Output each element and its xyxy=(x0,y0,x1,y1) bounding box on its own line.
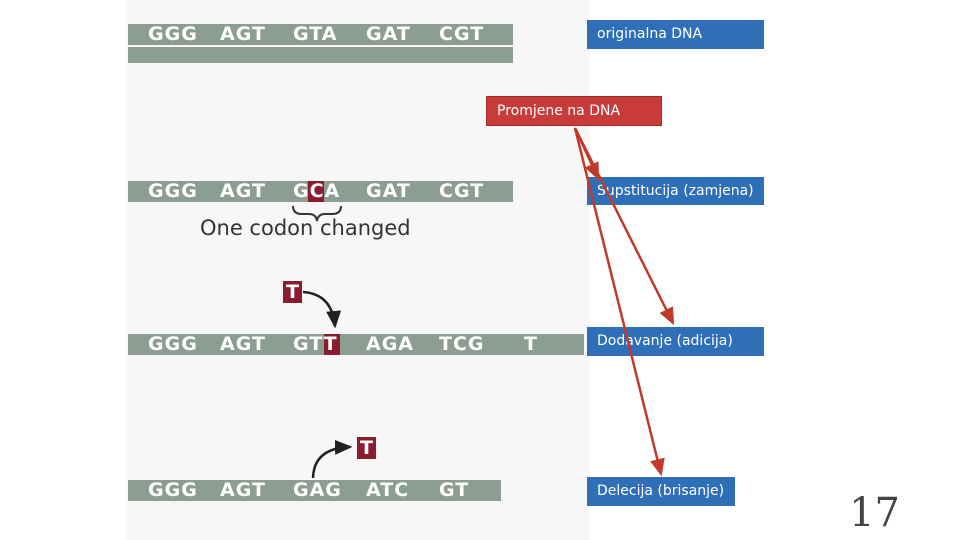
codon: GGG xyxy=(148,180,198,202)
codon: GAT xyxy=(366,180,411,202)
substituted-base-highlight xyxy=(308,181,324,202)
page-number: 17 xyxy=(849,490,900,536)
codon: TCG xyxy=(439,333,485,355)
codon: GGG xyxy=(148,23,198,45)
codon: AGT xyxy=(220,23,266,45)
arrow-to-deletion xyxy=(573,127,665,477)
codon: GGG xyxy=(148,479,198,501)
arrow-to-addition xyxy=(573,127,675,326)
inserted-base-box: T xyxy=(283,281,302,303)
dna-complement-strip xyxy=(128,47,513,63)
codon: CGT xyxy=(439,180,485,202)
codon: GCA xyxy=(293,180,341,202)
codon: GGG xyxy=(148,333,198,355)
codon: GTT xyxy=(293,333,338,355)
codon: GAT xyxy=(366,23,411,45)
label-dna-changes: Promjene na DNA xyxy=(486,96,662,126)
insertion-arrow xyxy=(302,290,342,329)
codon: GT xyxy=(439,479,470,501)
dna-strip-addition: GGG AGT GTT AGA TCG T xyxy=(128,334,584,355)
dna-strip-deletion: GGG AGT GAG ATC GT xyxy=(128,480,501,501)
removed-base-box: T xyxy=(357,437,376,459)
dna-strip-substitution: GGG AGT GCA GAT CGT xyxy=(128,181,513,202)
codon: ATC xyxy=(366,479,410,501)
label-addition: Dodavanje (adicija) xyxy=(587,327,764,356)
deletion-arrow xyxy=(311,439,353,479)
codon: GTA xyxy=(293,23,338,45)
codon-brace xyxy=(292,205,342,222)
codon: AGA xyxy=(366,333,415,355)
codon: GAG xyxy=(293,479,342,501)
codon: AGT xyxy=(220,479,266,501)
codon: AGT xyxy=(220,333,266,355)
label-original-dna: originalna DNA xyxy=(587,20,764,49)
dna-strip-original: GGG AGT GTA GAT CGT xyxy=(128,24,513,45)
codon: CGT xyxy=(439,23,485,45)
label-deletion: Delecija (brisanje) xyxy=(587,477,735,506)
label-substitution: Supstitucija (zamjena) xyxy=(587,177,764,205)
codon: AGT xyxy=(220,180,266,202)
codon: T xyxy=(524,333,538,355)
codon-changed-caption: One codon changed xyxy=(200,216,411,240)
inserted-base-highlight xyxy=(324,334,340,355)
